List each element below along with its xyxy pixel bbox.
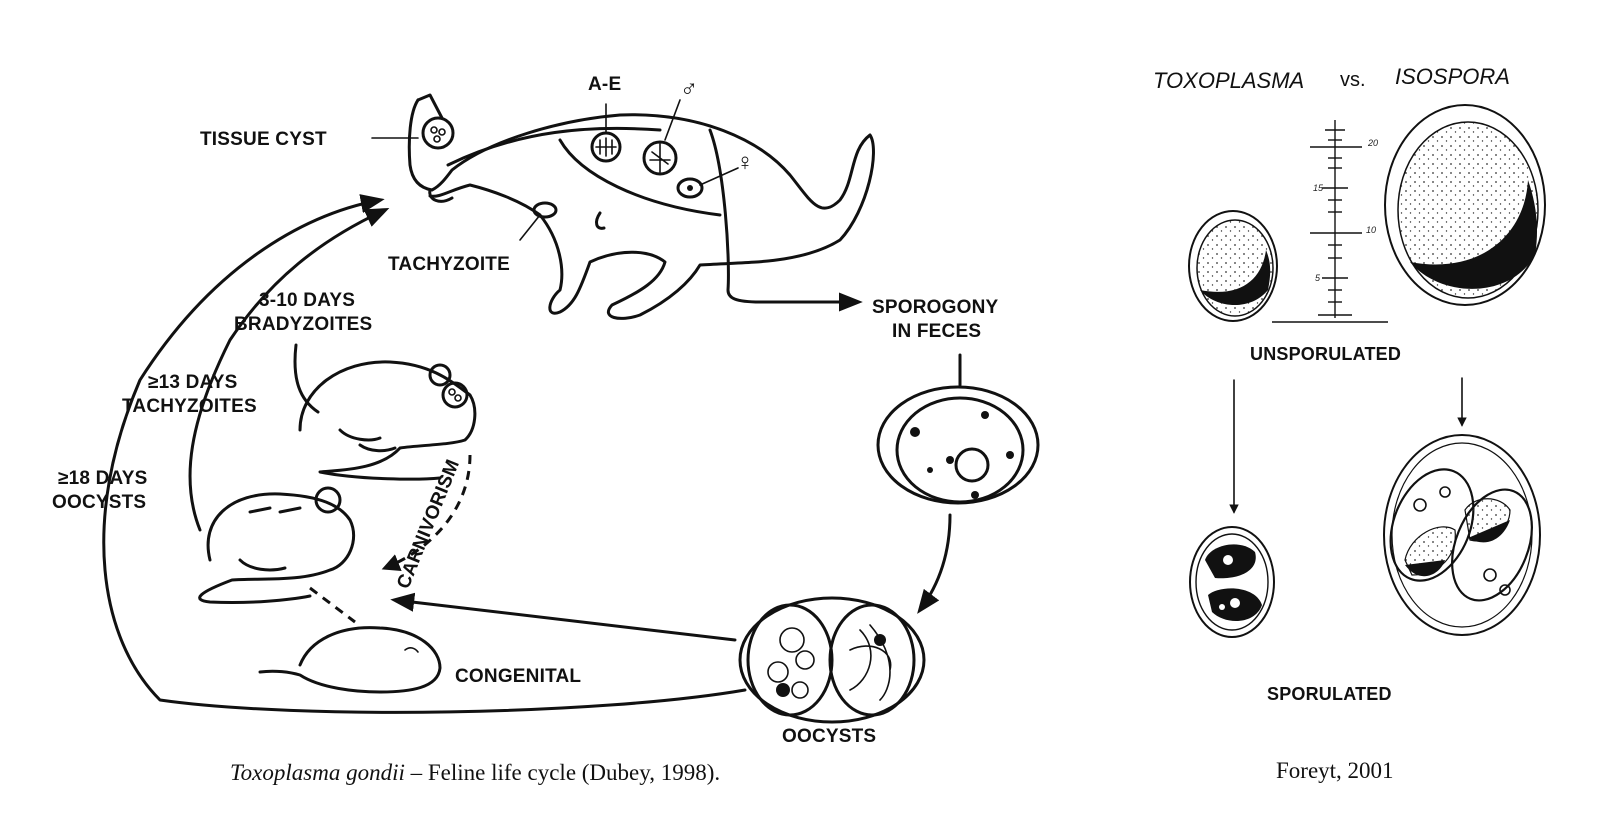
- toxoplasma-unsporulated: [1188, 210, 1278, 322]
- figure-credit-right: Foreyt, 2001: [1276, 758, 1394, 783]
- label-ae: A-E: [588, 74, 621, 95]
- isospora-unsporulated: [1384, 104, 1546, 306]
- oocyst-drawing: [876, 353, 1040, 505]
- micrometer-scale: [1272, 120, 1388, 323]
- oocyst-comparison: TOXOPLASMA vs. ISOSPORA 20 15 10 5: [1153, 64, 1546, 783]
- label-18-days: ≥18 DAYS: [58, 468, 147, 489]
- cat-drawing: [407, 93, 875, 320]
- life-cycle-diagram: TISSUE CYST A-E ♂ ♀ TACHYZOITE SPOROGONY…: [52, 74, 1040, 785]
- title-toxoplasma: TOXOPLASMA: [1153, 68, 1304, 93]
- label-female: ♀: [736, 149, 754, 176]
- label-male: ♂: [680, 75, 698, 102]
- scale-tick-5: 5: [1315, 273, 1321, 283]
- rat-drawing: [198, 486, 356, 605]
- label-3-10-days: 3-10 DAYS: [259, 290, 355, 311]
- label-13-days: ≥13 DAYS: [148, 372, 237, 393]
- isospora-sporulated: [1383, 434, 1541, 636]
- sporulated-oocyst-drawing: [738, 596, 926, 724]
- scale-tick-20: 20: [1367, 138, 1378, 148]
- toxoplasma-sporulated: [1189, 526, 1275, 638]
- title-vs: vs.: [1340, 69, 1366, 91]
- label-sporogony: SPOROGONY: [872, 297, 999, 318]
- scale-tick-15: 15: [1313, 183, 1324, 193]
- label-oocysts: OOCYSTS: [782, 726, 876, 747]
- label-oocysts-days: OOCYSTS: [52, 492, 146, 513]
- label-carnivorism: CARNIVORISM: [393, 457, 464, 592]
- label-tissue-cyst: TISSUE CYST: [200, 129, 327, 150]
- label-tachyzoites: TACHYZOITES: [122, 396, 257, 417]
- figure-caption-left: Toxoplasma gondii – Feline life cycle (D…: [230, 760, 720, 785]
- label-bradyzoites: BRADYZOITES: [234, 314, 372, 335]
- label-congenital: CONGENITAL: [455, 666, 581, 687]
- label-unsporulated: UNSPORULATED: [1250, 344, 1401, 364]
- title-isospora: ISOSPORA: [1395, 64, 1510, 89]
- baby-mouse-drawing: [258, 626, 442, 694]
- label-tachyzoite: TACHYZOITE: [388, 254, 510, 275]
- label-sporulated: SPORULATED: [1267, 684, 1392, 704]
- scale-tick-10: 10: [1366, 225, 1376, 235]
- label-in-feces: IN FECES: [892, 321, 981, 342]
- mouse-drawing: [298, 360, 477, 481]
